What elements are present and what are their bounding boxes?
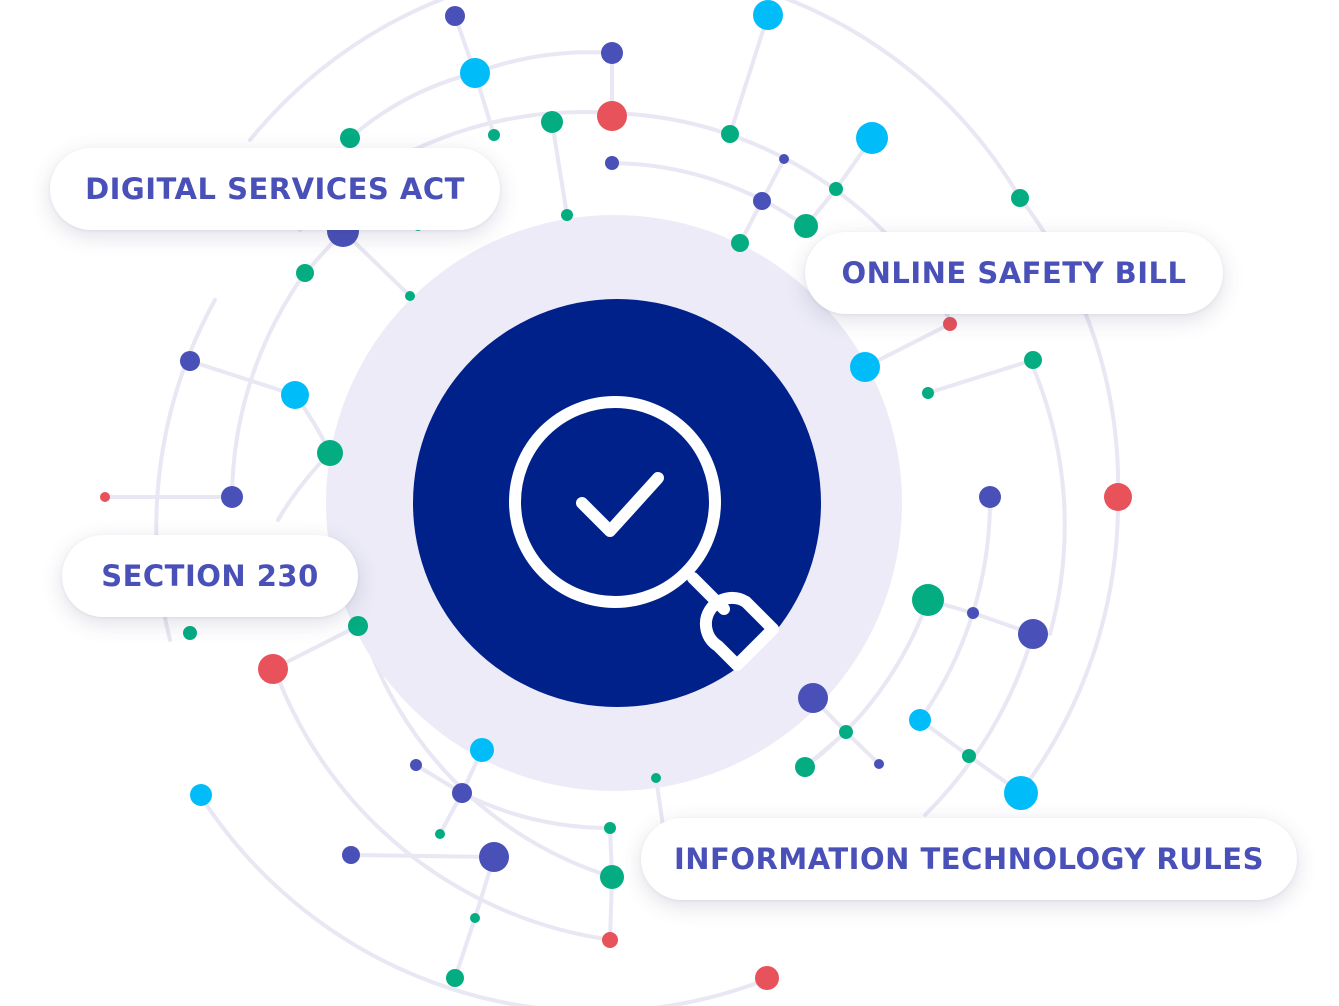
node	[962, 749, 976, 763]
node	[470, 913, 480, 923]
node	[561, 209, 573, 221]
node	[317, 440, 343, 466]
node	[967, 607, 979, 619]
node	[348, 616, 368, 636]
node	[856, 122, 888, 154]
node	[874, 759, 884, 769]
node	[922, 387, 934, 399]
label-online-safety-bill: ONLINE SAFETY BILL	[805, 232, 1223, 314]
node	[753, 192, 771, 210]
node	[601, 42, 623, 64]
node	[1004, 776, 1038, 810]
node	[183, 626, 197, 640]
node	[296, 264, 314, 282]
node	[1104, 483, 1132, 511]
label-text: SECTION 230	[101, 559, 319, 593]
node	[912, 584, 944, 616]
node	[445, 6, 465, 26]
node	[405, 291, 415, 301]
node	[1024, 351, 1042, 369]
node	[795, 757, 815, 777]
node	[979, 486, 1001, 508]
node	[779, 154, 789, 164]
node	[602, 932, 618, 948]
node	[190, 784, 212, 806]
node	[180, 351, 200, 371]
node	[1011, 189, 1029, 207]
node	[600, 865, 624, 889]
node	[753, 0, 783, 30]
node	[281, 381, 309, 409]
node	[410, 759, 422, 771]
node	[604, 822, 616, 834]
node	[221, 486, 243, 508]
node	[488, 129, 500, 141]
label-information-technology-rules: INFORMATION TECHNOLOGY RULES	[641, 818, 1297, 900]
node	[470, 738, 494, 762]
node	[1018, 619, 1048, 649]
node	[943, 317, 957, 331]
node	[258, 654, 288, 684]
node	[909, 709, 931, 731]
node	[839, 725, 853, 739]
node	[452, 783, 472, 803]
node	[435, 829, 445, 839]
label-text: DIGITAL SERVICES ACT	[85, 172, 465, 206]
node	[541, 111, 563, 133]
node	[460, 58, 490, 88]
node	[479, 842, 509, 872]
node	[597, 101, 627, 131]
node	[829, 182, 843, 196]
node	[100, 492, 110, 502]
node	[850, 352, 880, 382]
node	[340, 128, 360, 148]
node	[794, 214, 818, 238]
node	[755, 966, 779, 990]
node	[446, 969, 464, 987]
magnifier-check-icon	[509, 396, 779, 671]
node	[798, 683, 828, 713]
label-text: INFORMATION TECHNOLOGY RULES	[674, 842, 1264, 876]
label-digital-services-act: DIGITAL SERVICES ACT	[50, 148, 500, 230]
label-text: ONLINE SAFETY BILL	[841, 256, 1187, 290]
label-section-230: SECTION 230	[62, 535, 358, 617]
node	[342, 846, 360, 864]
node	[651, 773, 661, 783]
node	[731, 234, 749, 252]
node	[721, 125, 739, 143]
node	[605, 156, 619, 170]
